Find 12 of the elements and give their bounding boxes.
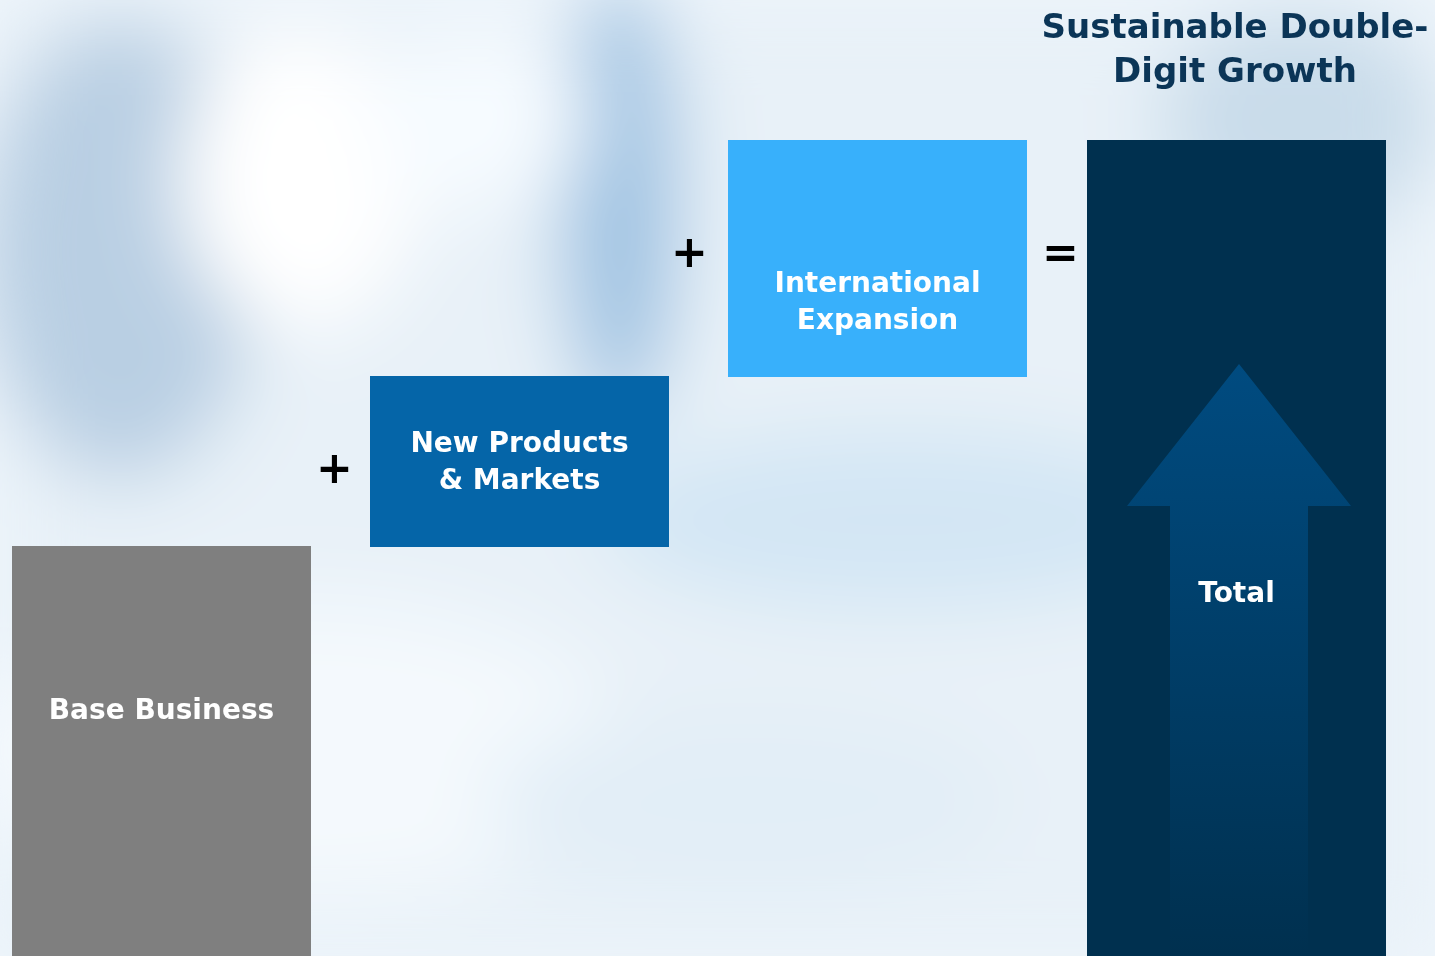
base-bar <box>12 546 311 956</box>
operator-sign: + <box>671 230 708 274</box>
total-bar <box>1087 140 1386 956</box>
bar-label: International Expansion <box>773 265 982 338</box>
segment-box <box>370 376 669 547</box>
operator-sign: = <box>1042 230 1079 274</box>
segment-box <box>728 140 1027 377</box>
bar-label: Base Business <box>47 691 276 728</box>
title: Sustainable Double-Digit Growth <box>1040 5 1430 93</box>
bar-label: New Products & Markets <box>409 425 630 498</box>
bar-label: Total <box>1197 574 1276 611</box>
operator-sign: + <box>316 446 353 490</box>
